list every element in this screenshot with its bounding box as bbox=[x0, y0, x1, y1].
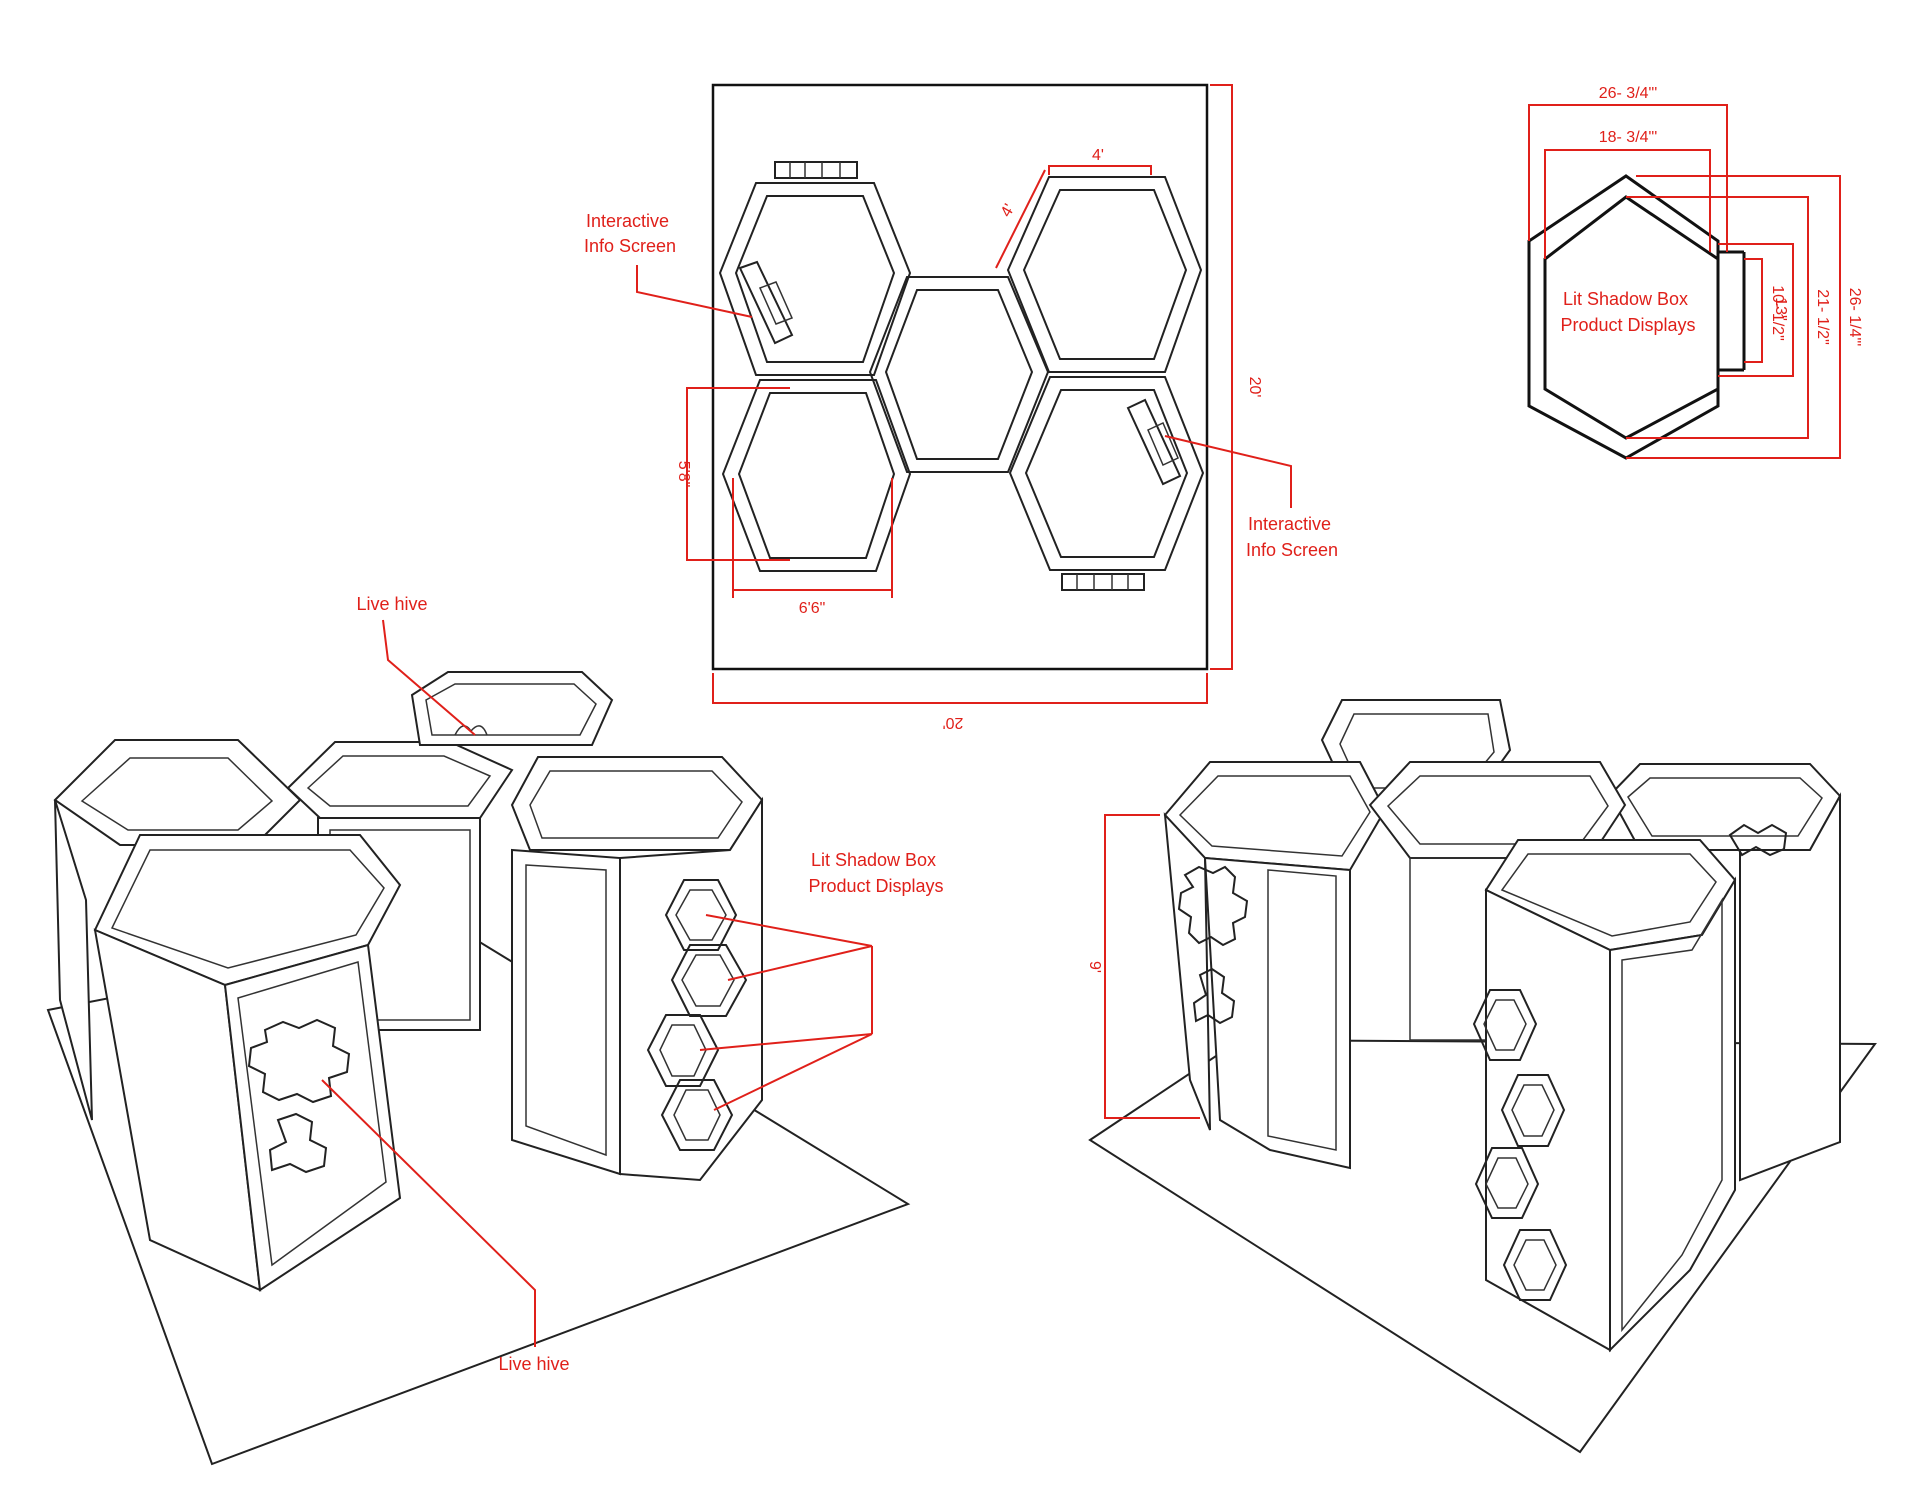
dim-box-height-a-label: 21- 1/2" bbox=[1814, 289, 1831, 345]
plan-counter-bottom bbox=[1061, 573, 1145, 591]
right-far-hex-column bbox=[1608, 763, 1842, 1182]
svg-text:Lit Shadow Box Product D: Lit Shadow Box Product Displays bbox=[1560, 289, 1695, 335]
dim-box-depth-b-label: 13" bbox=[1772, 297, 1789, 320]
right-left-hex-column bbox=[1163, 761, 1387, 1170]
info-screen-right-line1: Interactive bbox=[1248, 514, 1331, 534]
plan-hex-bottom-left bbox=[721, 379, 912, 572]
svg-text:Interactive Info Scree: Interactive Info Screen bbox=[584, 211, 676, 256]
booth-3d-view-right: 9' bbox=[1086, 699, 1877, 1454]
info-screen-left-line2: Info Screen bbox=[584, 236, 676, 256]
dim-hex-side-label: 4' bbox=[1092, 147, 1104, 164]
dim-box-depth-a-label: 10- 1/2" bbox=[1769, 285, 1786, 341]
left-right-hex-column bbox=[510, 756, 764, 1182]
svg-text:Interactive Info Scree: Interactive Info Screen bbox=[1246, 514, 1338, 560]
right-shadow-box-4 bbox=[1502, 1229, 1568, 1301]
dim-box-height-a: 21- 1/2" bbox=[1626, 196, 1831, 439]
right-shadow-box-3 bbox=[1474, 1147, 1540, 1219]
right-front-hex-column bbox=[1484, 839, 1737, 1353]
dim-box-outer-width-label: 26- 3/4"' bbox=[1599, 85, 1658, 102]
dim-booth-depth: 20' bbox=[1210, 84, 1263, 670]
left-back-hex-column bbox=[53, 739, 302, 1121]
dim-box-outer-width: 26- 3/4"' bbox=[1528, 85, 1728, 252]
dim-booth-height: 9' bbox=[1086, 814, 1200, 1119]
left-front-hex-column bbox=[93, 834, 402, 1292]
left-shadow-box-3 bbox=[646, 1014, 720, 1087]
callout-shadow-box-3d: Lit Shadow Box Product Displays bbox=[699, 850, 944, 1111]
callout-live-hive-bottom: Live hive bbox=[321, 1079, 570, 1374]
shadow-box-detail-line1: Lit Shadow Box bbox=[1563, 289, 1688, 309]
dim-booth-width-label: 20' bbox=[943, 714, 964, 731]
dim-booth-width: 20' bbox=[712, 673, 1208, 731]
callout-info-screen-right: Interactive Info Screen bbox=[1164, 435, 1338, 560]
dim-box-depth-a: 10- 1/2" bbox=[1744, 258, 1786, 363]
dim-box-height-b-label: 26- 1/4"' bbox=[1846, 288, 1863, 347]
dim-box-inner-width-label: 18- 3/4"' bbox=[1599, 129, 1658, 146]
shadow-box-detail: Lit Shadow Box Product Displays 26- 3/4"… bbox=[1527, 85, 1863, 460]
right-live-hive-cutout bbox=[1177, 865, 1249, 947]
plan-info-screen-left bbox=[738, 260, 794, 345]
dim-box-depth-b: 13" bbox=[1718, 243, 1794, 377]
callout-live-hive-top: Live hive bbox=[356, 594, 476, 736]
plan-hex-bottom-right bbox=[1008, 376, 1205, 571]
dim-box-inner-width: 18- 3/4"' bbox=[1544, 129, 1711, 259]
left-shadow-box-4 bbox=[660, 1079, 734, 1151]
left-shadow-box-1 bbox=[664, 879, 738, 951]
left-shadow-box-2 bbox=[670, 944, 748, 1017]
svg-text:Lit Shadow Box Product: Lit Shadow Box Product Displays bbox=[808, 850, 943, 896]
shadow-box-3d-line1: Lit Shadow Box bbox=[811, 850, 936, 870]
booth-3d-view-left: Live hive Live hive Lit Shadow Box Produ… bbox=[46, 594, 944, 1466]
dim-booth-depth-label: 20' bbox=[1246, 377, 1263, 398]
live-hive-bottom-label: Live hive bbox=[498, 1354, 569, 1374]
dim-hex-width-label: 6'6" bbox=[799, 600, 826, 617]
info-screen-right-line2: Info Screen bbox=[1246, 540, 1338, 560]
dim-hex-depth: 5'8" bbox=[675, 387, 790, 561]
dim-booth-height-label: 9' bbox=[1086, 961, 1103, 973]
plan-hex-center bbox=[868, 276, 1050, 473]
floor-plan: 20' 20' 4' 4' 5'8" 6'6" Interactive bbox=[584, 83, 1338, 731]
dim-hex-depth-label: 5'8" bbox=[675, 461, 692, 488]
dim-hex-width: 6'6" bbox=[732, 478, 893, 617]
right-shadow-box-2 bbox=[1500, 1074, 1566, 1147]
plan-hex-top-left bbox=[718, 182, 912, 376]
left-live-hive-cutout bbox=[247, 1018, 351, 1104]
shadow-box-detail-line2: Product Displays bbox=[1560, 315, 1695, 335]
left-top-live-hive-hex bbox=[410, 671, 614, 746]
dim-box-height-b: 26- 1/4"' bbox=[1626, 175, 1863, 459]
shadow-box-3d-line2: Product Displays bbox=[808, 876, 943, 896]
callout-info-screen-left: Interactive Info Screen bbox=[584, 211, 753, 318]
right-shadow-box-1 bbox=[1472, 989, 1538, 1061]
live-hive-top-label: Live hive bbox=[356, 594, 427, 614]
info-screen-left-line1: Interactive bbox=[586, 211, 669, 231]
plan-hex-top-right bbox=[1006, 176, 1203, 373]
plan-counter-top bbox=[774, 161, 858, 179]
plan-info-screen-right bbox=[1126, 398, 1182, 486]
dim-hex-side: 4' bbox=[1048, 147, 1152, 175]
